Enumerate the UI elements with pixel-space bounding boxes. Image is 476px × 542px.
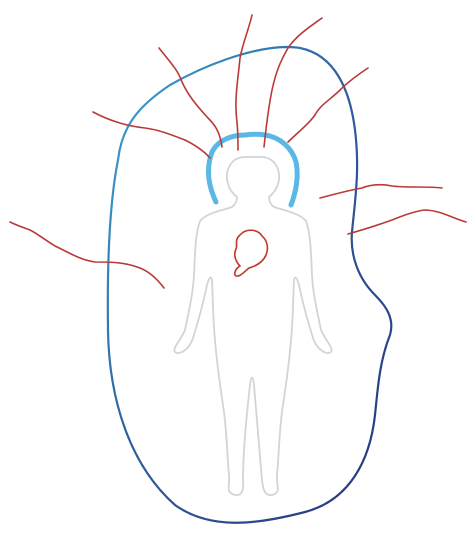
connection-line	[236, 15, 252, 150]
connection-line	[159, 48, 222, 147]
connection-line	[264, 18, 322, 147]
connection-line	[10, 222, 164, 288]
connection-line	[93, 112, 210, 158]
connection-line	[348, 210, 466, 234]
human-figure-outline	[174, 157, 331, 495]
connection-line	[320, 185, 442, 198]
